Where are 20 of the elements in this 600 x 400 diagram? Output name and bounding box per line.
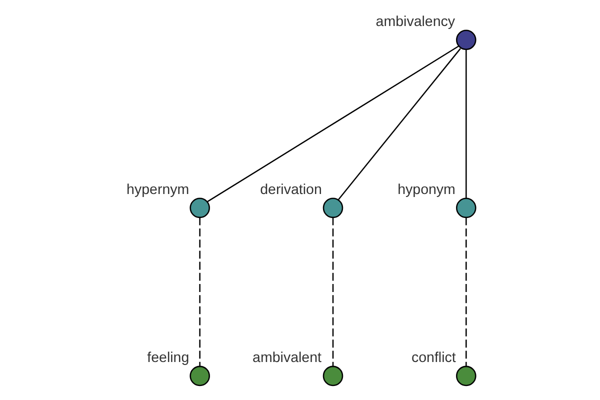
node-circle: [456, 366, 476, 386]
node-label: ambivalency: [375, 14, 455, 30]
node-circle: [322, 366, 343, 386]
node-circle: [456, 30, 476, 50]
node-label: conflict: [410, 350, 456, 366]
connector: [206, 46, 458, 202]
node-circle: [456, 198, 476, 218]
node-circle: [322, 198, 343, 218]
connector: [198, 217, 200, 366]
connector: [465, 217, 466, 366]
node-label: ambivalent: [252, 350, 321, 366]
connector: [338, 48, 460, 200]
node-label: hypernym: [126, 182, 189, 198]
connector: [465, 49, 466, 198]
node-label: hyponym: [397, 182, 455, 198]
node-circle: [189, 366, 210, 386]
connector: [332, 217, 334, 366]
node-label: derivation: [260, 182, 322, 198]
node-label: feeling: [146, 350, 189, 366]
node-circle: [189, 198, 210, 218]
